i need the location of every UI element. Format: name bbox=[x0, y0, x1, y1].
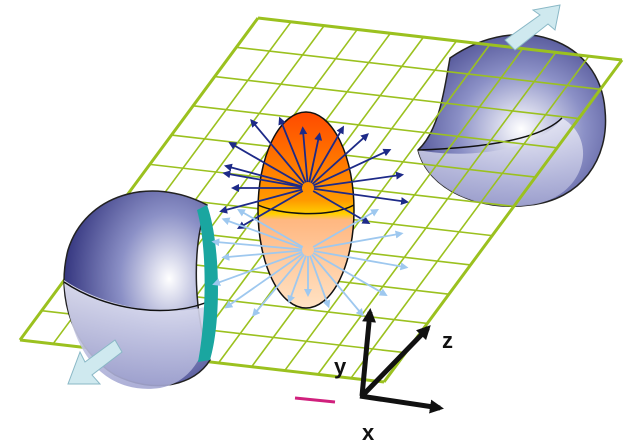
x-axis-label: x bbox=[362, 420, 375, 444]
grid-line bbox=[18, 17, 260, 341]
field-arrow-dark bbox=[313, 187, 410, 206]
field-arrow-light bbox=[313, 230, 404, 250]
grid-line bbox=[350, 55, 590, 379]
field-arrow-dark bbox=[312, 190, 371, 225]
field-arrow-light bbox=[287, 255, 307, 304]
big-arrow-top-right bbox=[504, 4, 561, 51]
field-arrow-dark bbox=[278, 116, 307, 183]
grid-line bbox=[192, 105, 558, 149]
grid-line bbox=[317, 51, 557, 375]
big-arrow-bottom-left bbox=[67, 339, 123, 385]
field-arrow-dark bbox=[219, 188, 303, 214]
field-arrow-light bbox=[236, 208, 304, 248]
sphere-left bbox=[63, 190, 218, 389]
field-arrow-dark bbox=[250, 119, 305, 184]
y-axis-arrow bbox=[359, 308, 377, 397]
grid-line bbox=[257, 16, 623, 62]
grid-line bbox=[236, 46, 601, 91]
y-axis-label: y bbox=[334, 354, 347, 379]
field-arrow-light bbox=[221, 249, 303, 261]
field-arrow-light bbox=[311, 254, 364, 317]
field-arrow-light bbox=[312, 208, 380, 248]
field-arrow-dark bbox=[308, 132, 323, 183]
field-arrow-dark bbox=[313, 171, 405, 189]
x-axis-arrow bbox=[359, 393, 444, 414]
field-arrow-light bbox=[221, 217, 303, 249]
magenta-mark bbox=[294, 396, 336, 404]
field-arrow-dark bbox=[299, 126, 309, 183]
coordinate-axes: x y z bbox=[294, 308, 453, 444]
field-arrow-light bbox=[212, 251, 303, 286]
z-axis-arrow bbox=[362, 325, 431, 396]
grid-line bbox=[214, 75, 579, 120]
ellipsoid bbox=[257, 111, 355, 309]
field-arrow-dark bbox=[310, 125, 344, 184]
z-axis-label: z bbox=[442, 328, 453, 353]
field-arrow-light bbox=[252, 254, 305, 317]
grid-line bbox=[250, 44, 491, 368]
lower-field-arrows bbox=[211, 208, 409, 317]
field-arrow-dark bbox=[228, 141, 304, 186]
field-arrow-dark bbox=[236, 190, 304, 230]
field-arrow-dark bbox=[222, 170, 303, 188]
upper-field-arrows bbox=[219, 116, 410, 230]
field-arrow-light bbox=[224, 252, 304, 309]
grid-line bbox=[284, 48, 524, 372]
field-arrow-dark bbox=[313, 148, 392, 187]
field-arrow-light bbox=[312, 252, 388, 297]
field-arrow-dark bbox=[311, 133, 369, 185]
field-arrow-light bbox=[313, 250, 409, 271]
field-arrow-light bbox=[211, 238, 303, 251]
field-arrow-light bbox=[309, 255, 331, 309]
field-arrow-dark bbox=[223, 163, 303, 188]
